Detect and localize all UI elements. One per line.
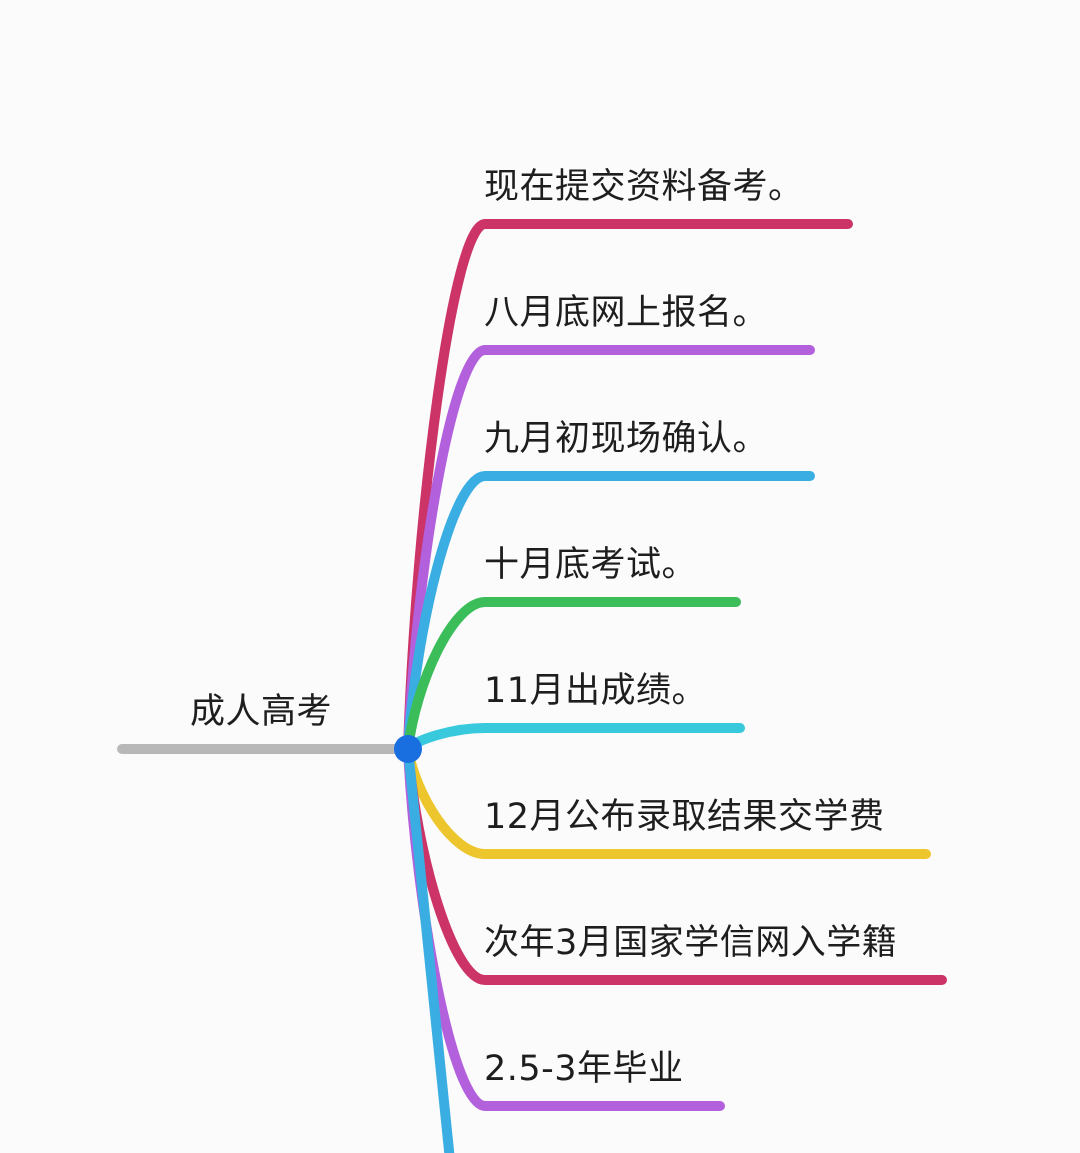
branch-label-7: 次年3月国家学信网入学籍 bbox=[484, 923, 898, 963]
branch-line-9 bbox=[403, 744, 455, 1153]
branch-label-8: 2.5-3年毕业 bbox=[484, 1049, 684, 1089]
branch-label-6: 12月公布录取结果交学费 bbox=[484, 797, 885, 837]
branch-label-3: 九月初现场确认。 bbox=[484, 419, 769, 459]
branch-label-2: 八月底网上报名。 bbox=[484, 293, 769, 333]
root-label: 成人高考 bbox=[190, 692, 333, 732]
branch-label-5: 11月出成绩。 bbox=[484, 671, 708, 711]
branch-line-5 bbox=[403, 723, 745, 754]
branch-label-4: 十月底考试。 bbox=[484, 545, 698, 585]
root-node bbox=[394, 735, 422, 763]
branch-line-3 bbox=[403, 471, 815, 754]
branch-line-4 bbox=[403, 597, 741, 754]
branch-label-1: 现在提交资料备考。 bbox=[484, 167, 804, 207]
